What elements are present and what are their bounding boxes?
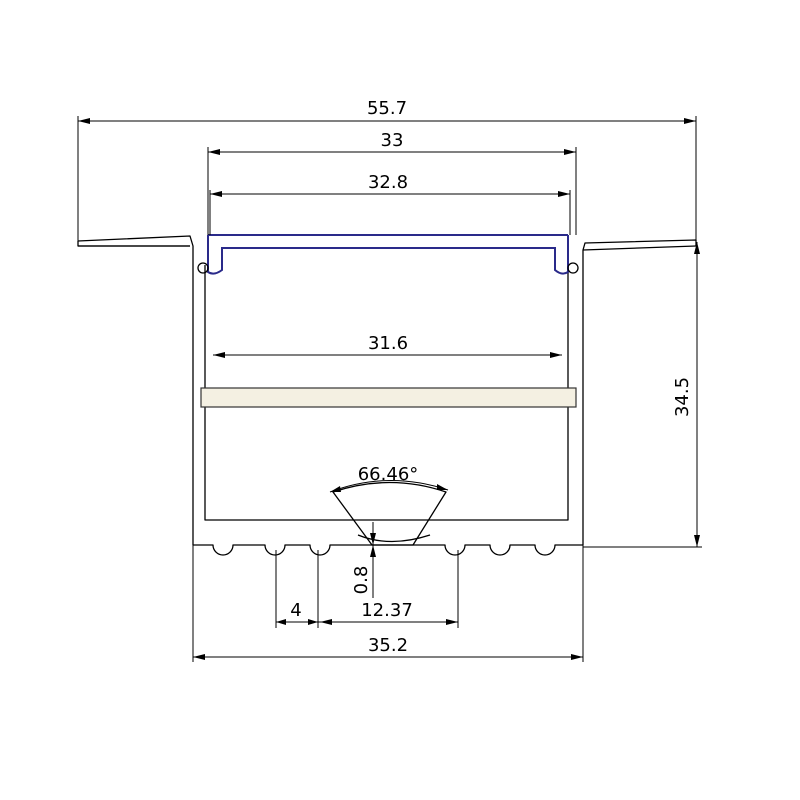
dimension-label: 34.5 — [672, 377, 693, 417]
dimension-label: 4 — [290, 600, 301, 621]
dimension-label: 35.2 — [368, 635, 408, 656]
arrowhead — [78, 118, 90, 124]
arrowhead — [320, 619, 332, 625]
arrowhead — [370, 533, 376, 545]
dimension-label: 55.7 — [367, 98, 407, 119]
arrowhead — [446, 619, 458, 625]
dimension-height: 34.5 — [583, 242, 702, 548]
dimension-cover-inner-width: 32.8 — [209, 172, 571, 235]
arrowhead — [564, 149, 576, 155]
reflector-bowl — [332, 481, 447, 546]
angle-arc — [329, 480, 449, 493]
arrowhead — [694, 535, 700, 547]
dimension-diffuser-width: 31.6 — [213, 333, 562, 358]
arrowhead — [437, 484, 448, 490]
arrowhead — [558, 191, 570, 197]
arrowhead — [694, 242, 700, 254]
arrowhead — [308, 619, 318, 625]
dimension-label: 32.8 — [368, 172, 408, 193]
arrowhead — [208, 149, 220, 155]
dimension-flange-width: 55.7 — [77, 98, 697, 241]
dimension-label: 33 — [381, 130, 404, 151]
dimension-label: 66.46° — [358, 464, 419, 485]
arrowhead — [193, 654, 205, 660]
arrowhead — [550, 352, 562, 358]
dimension-reflector-angle: 66.46° — [329, 464, 449, 493]
dimension-label: 31.6 — [368, 333, 408, 354]
arrowhead — [330, 486, 341, 492]
arrowhead — [213, 352, 225, 358]
arrowhead — [571, 654, 583, 660]
dimension-center-span: 12.37 — [318, 550, 459, 628]
dimension-label: 12.37 — [361, 600, 413, 621]
diffuser-strip — [200, 387, 577, 408]
arrowhead — [684, 118, 696, 124]
top-cover-clip — [207, 234, 569, 275]
right-clip-bead — [567, 262, 579, 274]
dimension-body-width: 35.2 — [192, 545, 584, 662]
right-flange-edge — [582, 245, 697, 251]
dimension-groove-depth: 0.8 — [351, 522, 376, 598]
arrowhead — [210, 191, 222, 197]
dimension-cover-outer-width: 33 — [207, 130, 577, 235]
left-clip-bead — [197, 262, 209, 274]
dimension-groove-spacing: 4 — [275, 550, 319, 628]
reflector-bowl-base — [357, 534, 431, 543]
dimension-label: 0.8 — [351, 566, 372, 595]
arrowhead — [370, 545, 376, 557]
arrowhead — [276, 619, 286, 625]
